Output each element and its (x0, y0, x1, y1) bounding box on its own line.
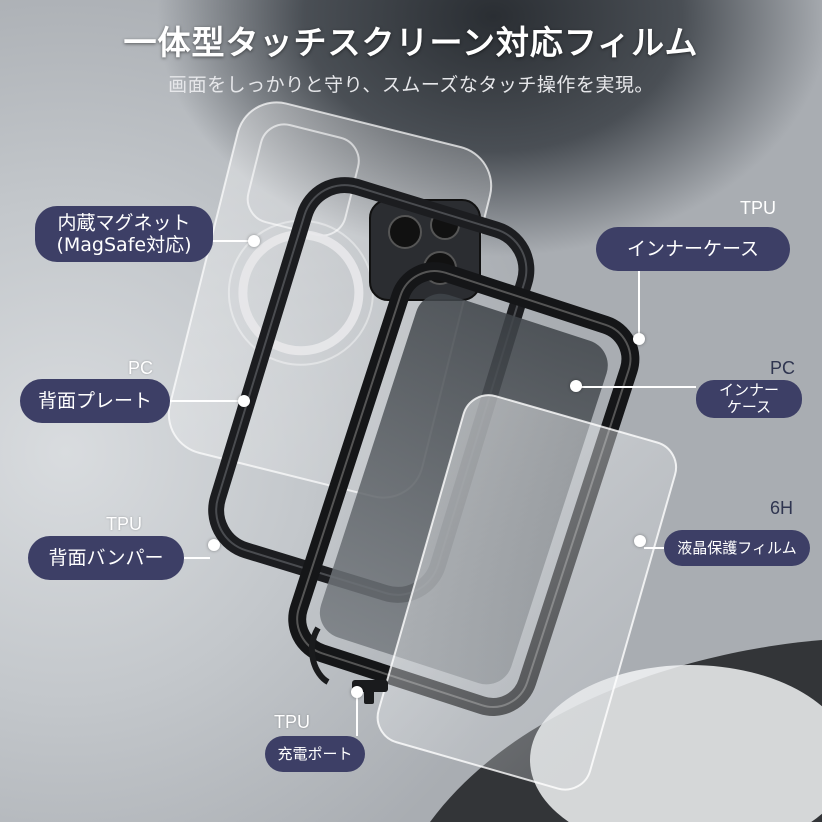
charge-port-material: TPU (274, 712, 310, 732)
charge-port-label: 充電ポート (265, 736, 365, 772)
inner-case-tpu-leader-line (638, 271, 640, 335)
charge-port-label-text: 充電ポート (277, 744, 353, 763)
page-subtitle: 画面をしっかりと守り、スムーズなタッチ操作を実現。 (168, 74, 654, 96)
inner-case-tpu-dot (633, 333, 645, 345)
charge-port-dot (351, 686, 363, 698)
inner-case-pc-label-line1: インナー (718, 381, 779, 399)
back-plate-material: PC (128, 358, 154, 378)
inner-case-tpu-label: インナーケース (596, 227, 790, 271)
inner-case-pc-label: インナー ケース (696, 380, 802, 418)
inner-case-tpu-label-text: インナーケース (626, 238, 760, 260)
lcd-film-leader-line (644, 547, 664, 549)
magnet-label-line2: (MagSafe対応) (56, 234, 192, 256)
back-bumper-leader-line (184, 557, 210, 559)
lcd-film-material: 6H (770, 498, 794, 518)
magnet-label: 内蔵マグネット (MagSafe対応) (35, 206, 213, 262)
inner-case-pc-leader-line (580, 386, 696, 388)
inner-case-pc-dot (570, 380, 582, 392)
magnet-leader-line (213, 240, 251, 242)
charge-port-plug-shape (308, 626, 388, 704)
back-bumper-label-text: 背面バンパー (48, 547, 164, 569)
charge-port-leader-line (356, 696, 358, 736)
back-bumper-label: 背面バンパー (28, 536, 184, 580)
back-plate-label-text: 背面プレート (37, 390, 152, 412)
lcd-film-dot (634, 535, 646, 547)
back-plate-leader-line (170, 400, 240, 402)
lcd-film-label: 液晶保護フィルム (664, 530, 810, 566)
back-plate-dot (238, 395, 250, 407)
back-plate-label: 背面プレート (20, 379, 170, 423)
lcd-film-label-text: 液晶保護フィルム (677, 538, 797, 557)
screen-film-shape (376, 394, 678, 791)
inner-case-pc-label-line2: ケース (726, 398, 772, 416)
magnet-dot (248, 235, 260, 247)
magnet-label-line1: 内蔵マグネット (57, 212, 191, 234)
inner-case-pc-material: PC (770, 358, 796, 378)
inner-case-tpu-material: TPU (740, 198, 776, 218)
back-bumper-dot (208, 539, 220, 551)
back-bumper-material: TPU (106, 514, 142, 534)
page-title: 一体型タッチスクリーン対応フィルム (123, 23, 699, 62)
